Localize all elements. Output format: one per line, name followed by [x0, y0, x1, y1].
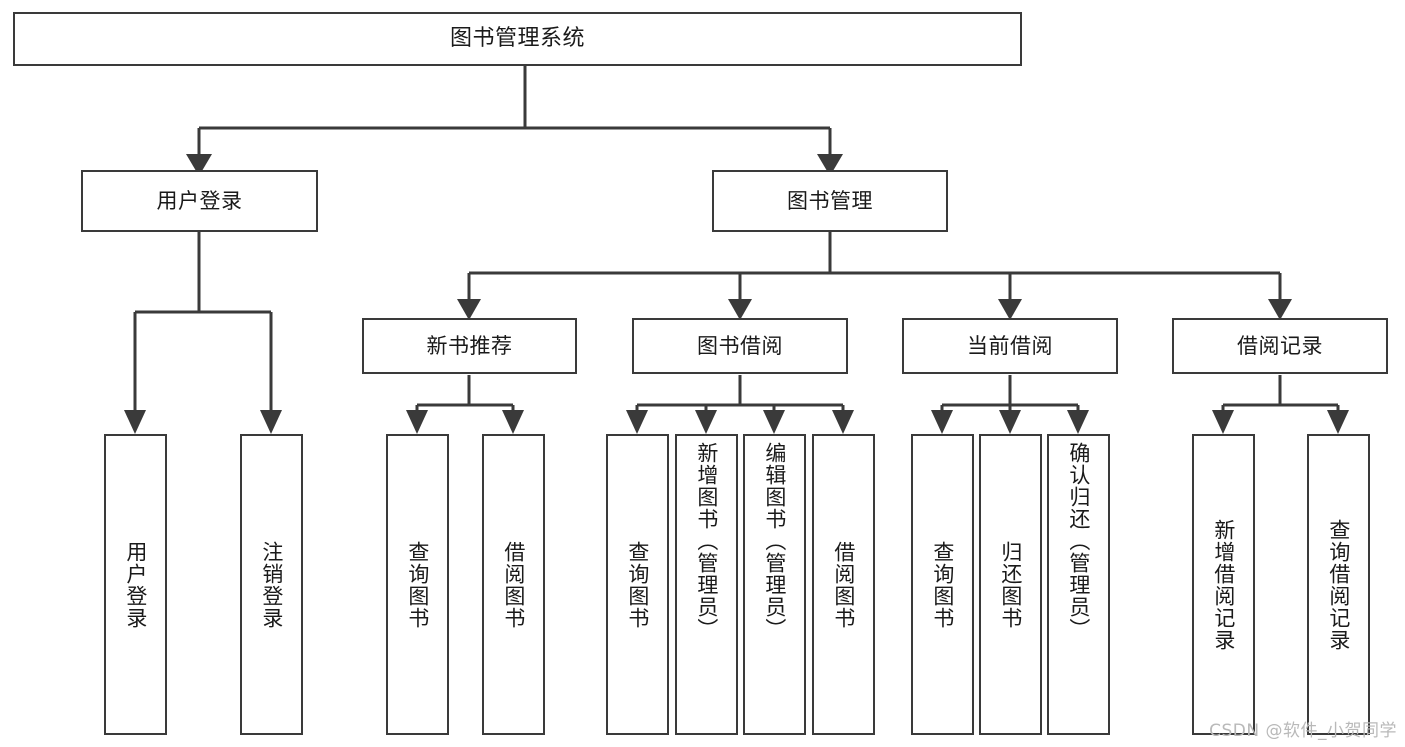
node-borrow-record[interactable]: 借阅记录	[1172, 318, 1388, 374]
arrowhead-leaf-c3	[1067, 410, 1089, 434]
node-leaf-return-book[interactable]: 归还图书	[979, 434, 1042, 735]
arrowhead-leaf-n1	[406, 410, 428, 434]
node-leaf-edit-book[interactable]: 编辑图书（管理员）	[743, 434, 806, 735]
node-borrow-record-label: 借阅记录	[1237, 333, 1323, 358]
arrowhead-leaf-u2	[260, 410, 282, 434]
node-leaf-query-record-label: 查询借阅记录	[1326, 518, 1351, 651]
node-new-book-rec-label: 新书推荐	[426, 333, 513, 358]
node-leaf-query-book-3-label: 查询图书	[930, 540, 955, 629]
arrowhead-bookborrow	[728, 299, 752, 320]
arrowhead-leaf-r1	[1212, 410, 1234, 434]
node-leaf-query-book-1-label: 查询图书	[405, 540, 430, 629]
node-leaf-query-book-3[interactable]: 查询图书	[911, 434, 974, 735]
arrowhead-leaf-b1	[626, 410, 648, 434]
arrowhead-currentborrow	[998, 299, 1022, 320]
node-leaf-borrow-book-1[interactable]: 借阅图书	[482, 434, 545, 735]
node-book-borrow[interactable]: 图书借阅	[632, 318, 848, 374]
node-leaf-return-book-label: 归还图书	[998, 540, 1023, 629]
node-leaf-confirm-return[interactable]: 确认归还（管理员）	[1047, 434, 1110, 735]
node-leaf-query-book-2-label: 查询图书	[625, 540, 650, 629]
node-leaf-edit-book-label: 编辑图书（管理员）	[762, 442, 787, 640]
arrowhead-leaf-n2	[502, 410, 524, 434]
arrowhead-leaf-b4	[832, 410, 854, 434]
node-leaf-query-record[interactable]: 查询借阅记录	[1307, 434, 1370, 735]
node-leaf-query-book-2[interactable]: 查询图书	[606, 434, 669, 735]
node-book-manage-label: 图书管理	[787, 188, 873, 213]
node-leaf-borrow-book-1-label: 借阅图书	[501, 540, 526, 629]
arrowhead-leaf-u1	[124, 410, 146, 434]
node-new-book-rec[interactable]: 新书推荐	[362, 318, 577, 374]
node-leaf-user-login-label: 用户登录	[123, 540, 148, 629]
csdn-watermark: CSDN @软件_小贺同学	[1209, 721, 1397, 741]
node-book-manage[interactable]: 图书管理	[712, 170, 948, 232]
arrowhead-leaf-c1	[931, 410, 953, 434]
node-current-borrow-label: 当前借阅	[967, 333, 1053, 358]
arrowhead-borrowrecord	[1268, 299, 1292, 320]
arrowhead-leaf-c2	[999, 410, 1021, 434]
node-leaf-confirm-return-label: 确认归还（管理员）	[1066, 442, 1091, 640]
arrowhead-leaf-r2	[1327, 410, 1349, 434]
node-leaf-borrow-book-2-label: 借阅图书	[831, 540, 856, 629]
node-leaf-add-record[interactable]: 新增借阅记录	[1192, 434, 1255, 735]
node-leaf-query-book-1[interactable]: 查询图书	[386, 434, 449, 735]
node-current-borrow[interactable]: 当前借阅	[902, 318, 1118, 374]
node-leaf-logout-label: 注销登录	[259, 540, 284, 629]
node-book-borrow-label: 图书借阅	[697, 333, 783, 358]
node-root[interactable]: 图书管理系统	[13, 12, 1022, 66]
node-leaf-add-book[interactable]: 新增图书（管理员）	[675, 434, 738, 735]
arrowhead-leaf-b2	[695, 410, 717, 434]
node-user-login[interactable]: 用户登录	[81, 170, 318, 232]
node-leaf-add-record-label: 新增借阅记录	[1211, 518, 1236, 651]
node-leaf-user-login[interactable]: 用户登录	[104, 434, 167, 735]
node-user-login-label: 用户登录	[156, 188, 243, 213]
arrowhead-newbook	[457, 299, 481, 320]
node-leaf-borrow-book-2[interactable]: 借阅图书	[812, 434, 875, 735]
node-leaf-logout[interactable]: 注销登录	[240, 434, 303, 735]
node-leaf-add-book-label: 新增图书（管理员）	[694, 442, 719, 640]
arrowhead-leaf-b3	[763, 410, 785, 434]
node-root-label: 图书管理系统	[449, 26, 585, 52]
